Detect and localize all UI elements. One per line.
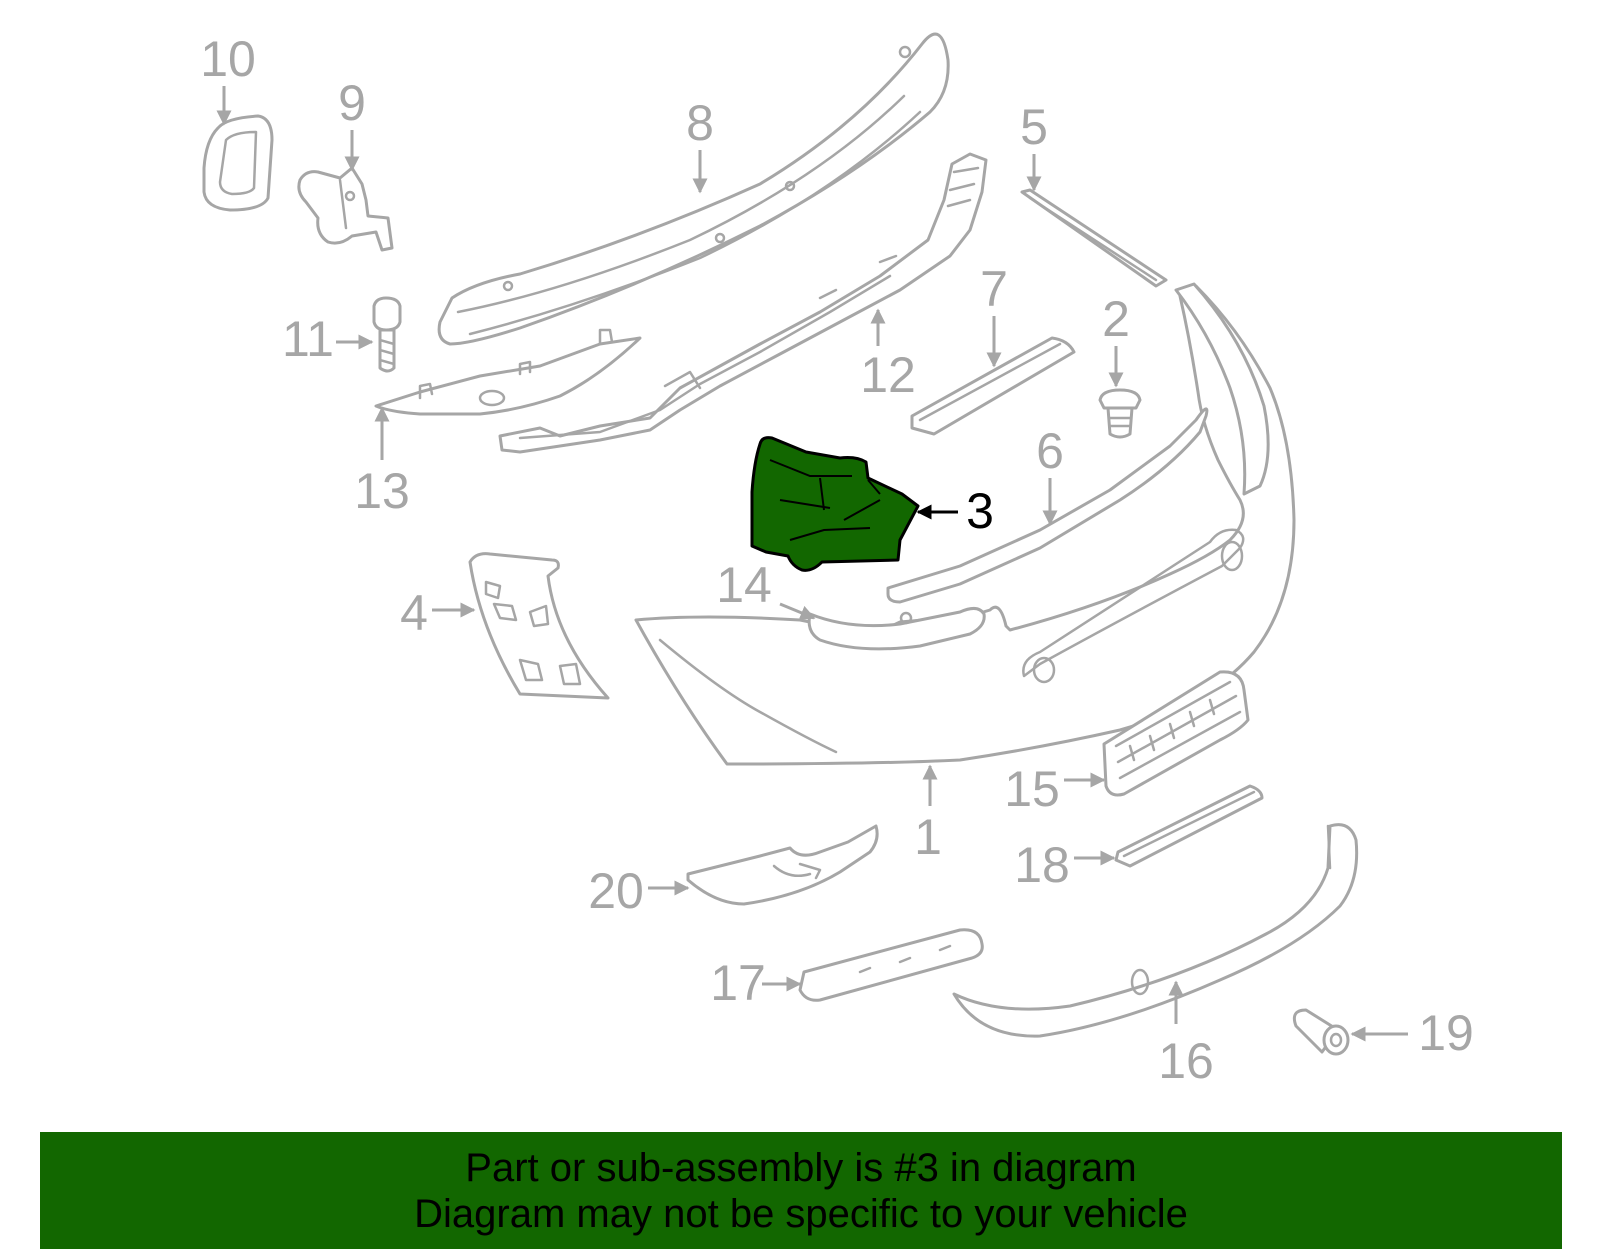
callout-17: 17	[710, 955, 766, 1011]
banner-line-2: Diagram may not be specific to your vehi…	[414, 1191, 1188, 1236]
callout-4: 4	[400, 585, 428, 641]
callout-11: 11	[282, 311, 334, 367]
part-18-strip	[1114, 784, 1264, 868]
part-11-bolt	[372, 296, 402, 373]
callout-15: 15	[1004, 761, 1060, 817]
callout-18: 18	[1014, 837, 1070, 893]
parts-diagram: 10 9 8 5 7 2 11 12 13 6 4 14 1 15 18 20	[200, 31, 1474, 1089]
part-14-moulding	[807, 607, 986, 651]
callout-3-highlighted: 3	[916, 483, 994, 539]
callout-3: 3	[966, 483, 994, 539]
callout-6: 6	[1036, 423, 1064, 479]
part-12-absorber	[498, 152, 988, 454]
part-20-bracket	[686, 824, 879, 906]
callout-7: 7	[980, 261, 1008, 317]
callouts: 10 9 8 5 7 2 11 12 13 6 4 14 1 15 18 20	[200, 31, 1474, 1089]
callout-16: 16	[1158, 1033, 1214, 1089]
callout-10: 10	[200, 31, 256, 87]
callout-13: 13	[354, 463, 410, 519]
part-10-bracket	[202, 114, 274, 212]
callout-20: 20	[588, 863, 644, 919]
callout-1: 1	[914, 809, 942, 865]
part-17-trim	[798, 928, 984, 1002]
callout-12: 12	[860, 347, 916, 403]
part-4-plate	[468, 552, 610, 700]
part-5-strip	[1020, 188, 1168, 288]
callout-2: 2	[1102, 291, 1130, 347]
part-6-moulding	[886, 407, 1209, 604]
part-15-grille	[1102, 670, 1250, 797]
info-banner: Part or sub-assembly is #3 in diagram Di…	[40, 1132, 1562, 1249]
part-7-guide	[910, 336, 1076, 436]
callout-19: 19	[1418, 1005, 1474, 1061]
part-13-bracket	[374, 328, 642, 416]
callout-8: 8	[686, 95, 714, 151]
part-1-bumper-cover	[634, 282, 1296, 766]
callout-14: 14	[716, 557, 772, 613]
part-16-spoiler	[952, 823, 1359, 1038]
part-19-sleeve	[1292, 1008, 1350, 1056]
callout-5: 5	[1020, 99, 1048, 155]
part-3-highlighted	[750, 436, 920, 572]
part-9-clip	[297, 166, 394, 252]
banner-line-1: Part or sub-assembly is #3 in diagram	[465, 1145, 1137, 1190]
part-2-push-clip	[1098, 388, 1142, 439]
part-8-reinforcement	[437, 32, 950, 346]
callout-9: 9	[338, 75, 366, 131]
